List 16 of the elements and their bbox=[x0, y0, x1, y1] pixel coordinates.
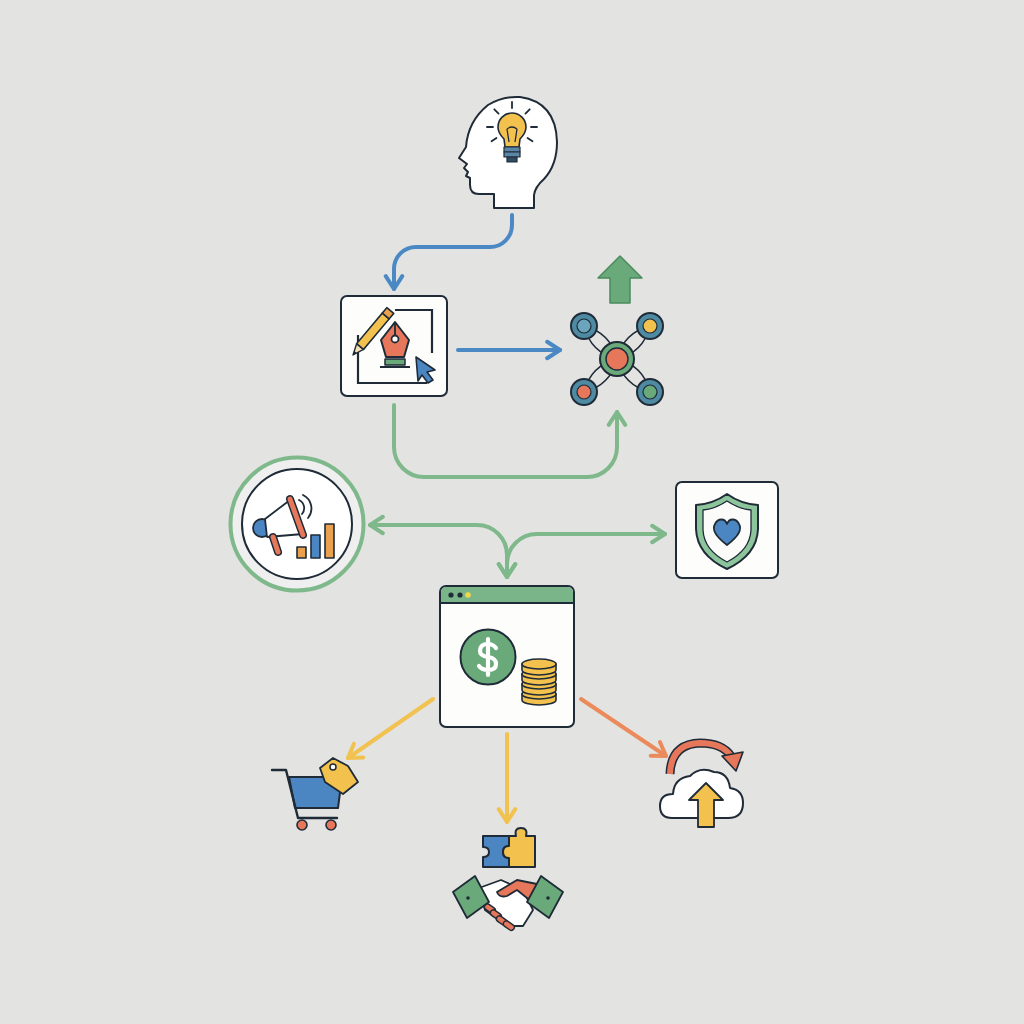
browser-window bbox=[439, 585, 575, 728]
icon-circle bbox=[228, 455, 366, 593]
arrow bbox=[496, 732, 518, 824]
arrow bbox=[392, 403, 628, 479]
handshake-puzzle-icon bbox=[451, 826, 565, 932]
icon-card bbox=[675, 481, 779, 579]
shopping-cart-icon bbox=[270, 756, 360, 832]
arrow bbox=[383, 213, 514, 291]
arrow bbox=[579, 697, 668, 758]
head-lightbulb-icon bbox=[458, 95, 558, 209]
cloud-upload-icon bbox=[656, 738, 746, 830]
arrow bbox=[346, 697, 435, 760]
double-arrow bbox=[496, 523, 667, 579]
icon-card bbox=[340, 295, 448, 397]
network-icon bbox=[568, 311, 666, 407]
arrow bbox=[456, 339, 562, 361]
